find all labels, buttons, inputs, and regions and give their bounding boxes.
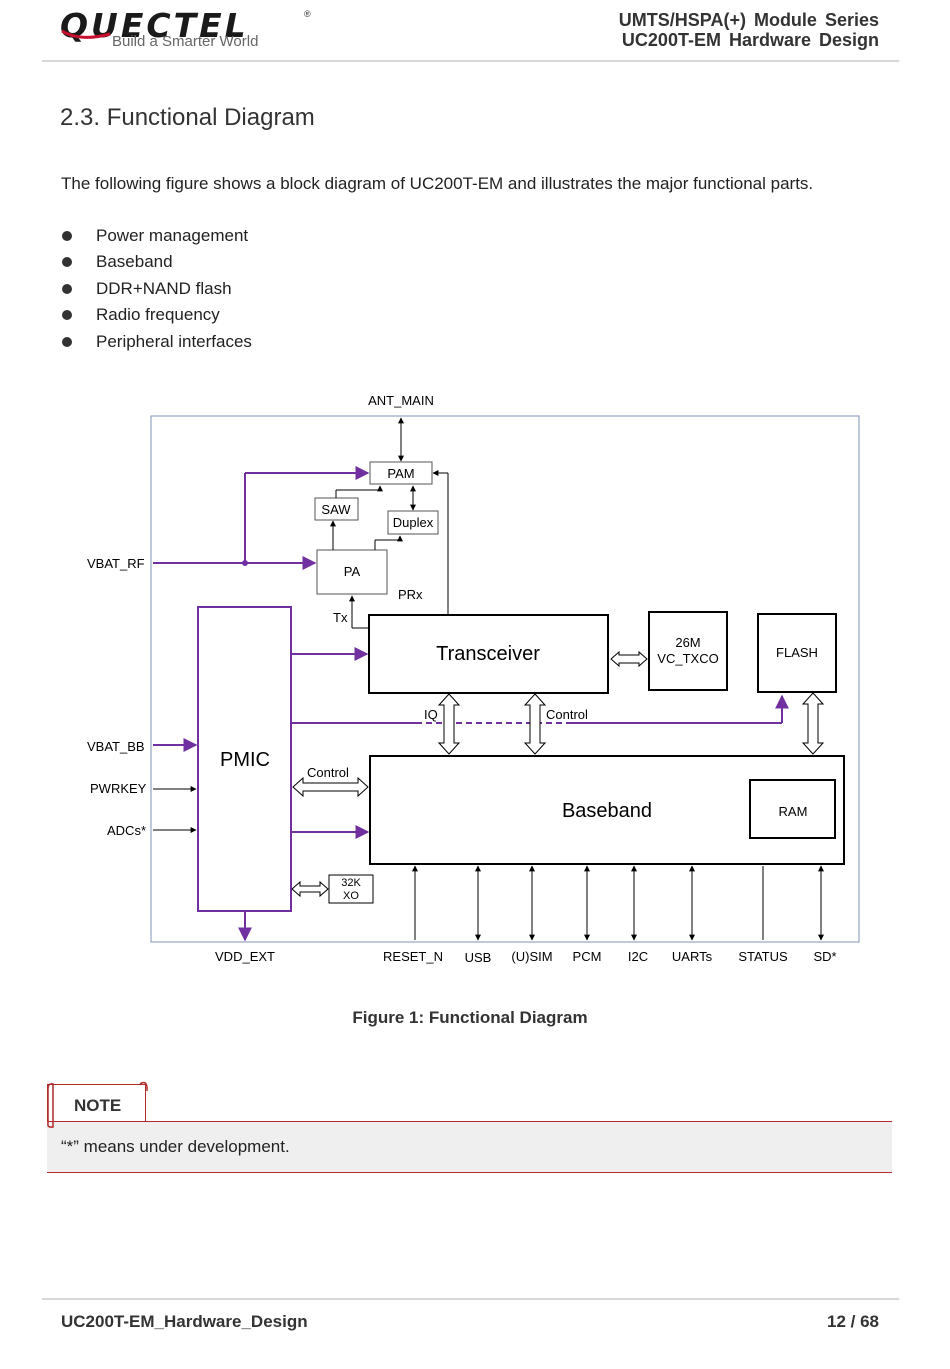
pa-label: PA	[344, 564, 361, 579]
footer-divider	[42, 1298, 899, 1300]
pam-label: PAM	[387, 466, 414, 481]
note-label: NOTE	[74, 1096, 122, 1115]
registered-mark: ®	[304, 9, 311, 19]
control-arrow	[523, 693, 547, 755]
baseband-label: Baseband	[562, 800, 652, 822]
list-item: DDR+NAND flash	[62, 278, 252, 304]
bottom-signal-label: STATUS	[738, 949, 788, 964]
note-tab	[47, 1084, 146, 1122]
bottom-signal-label: SD*	[813, 949, 836, 964]
xo-block	[328, 874, 374, 904]
list-item: Baseband	[62, 251, 252, 277]
list-item: Power management	[62, 225, 252, 251]
tcxo-block	[648, 611, 728, 691]
tcxo-label-1: 26M	[675, 635, 700, 650]
tcxo-label-2: VC_TXCO	[657, 651, 718, 666]
intro-paragraph: The following figure shows a block diagr…	[61, 174, 814, 193]
tx-label: Tx	[333, 610, 348, 625]
transceiver-label: Transceiver	[436, 643, 540, 665]
note-scroll-icon	[47, 1081, 148, 1128]
logo-swoosh-icon	[61, 29, 111, 39]
saw-label: SAW	[321, 502, 351, 517]
functional-block-diagram: ANT_MAIN PAM SAW Duplex PA PRx Tx VBAT_R…	[87, 393, 860, 965]
footer-doc-name: UC200T-EM_Hardware_Design	[61, 1312, 308, 1331]
bottom-signal-label: UARTs	[672, 949, 713, 964]
control-pmic-label: Control	[307, 765, 349, 780]
note-box	[47, 1121, 892, 1173]
header-series: UMTS/HSPA(+) Module Series	[618, 10, 879, 30]
transceiver-tcxo-arrow	[610, 650, 648, 668]
bottom-signal-label: (U)SIM	[511, 949, 552, 964]
figure-caption: Figure 1: Functional Diagram	[352, 1008, 588, 1027]
iq-label: IQ	[424, 707, 438, 722]
functional-parts-list: Power management Baseband DDR+NAND flash…	[62, 225, 252, 357]
duplex-label: Duplex	[393, 515, 434, 530]
pam-block	[369, 461, 433, 485]
pmic-baseband-control-arrow	[292, 776, 369, 798]
bottom-signal-label: RESET_N	[383, 949, 443, 964]
flash-label: FLASH	[776, 645, 818, 660]
transceiver-block	[368, 614, 609, 694]
list-item: Radio frequency	[62, 304, 252, 330]
ram-block	[749, 779, 836, 839]
vdd-ext-label: VDD_EXT	[215, 949, 275, 964]
header-doc-title: UC200T-EM Hardware Design	[621, 30, 879, 50]
vbat-bb-label: VBAT_BB	[87, 739, 145, 754]
pmic-label: PMIC	[220, 749, 270, 771]
ram-label: RAM	[779, 804, 808, 819]
flash-baseband-arrow	[801, 692, 825, 755]
bottom-signal-label: USB	[465, 950, 492, 965]
pmic-xo-arrow	[291, 880, 329, 898]
module-outline	[150, 415, 860, 943]
bottom-signal-label: PCM	[573, 949, 602, 964]
duplex-block	[387, 510, 439, 535]
pa-block	[316, 549, 388, 595]
section-title: 2.3. Functional Diagram	[60, 104, 315, 131]
prx-label: PRx	[398, 587, 423, 602]
xo-label-1: 32K	[341, 877, 361, 889]
ant-main-label: ANT_MAIN	[368, 393, 434, 408]
header-divider	[42, 60, 899, 62]
bullet-icon	[62, 336, 72, 347]
pwrkey-label: PWRKEY	[90, 781, 147, 796]
footer-page-number: 12 / 68	[827, 1312, 879, 1331]
pmic-block	[197, 606, 292, 912]
bullet-icon	[62, 257, 72, 268]
flash-block	[757, 613, 837, 693]
xo-label-2: XO	[343, 890, 359, 902]
bullet-icon	[62, 283, 72, 294]
bottom-signal-label: I2C	[628, 949, 648, 964]
logo-tagline: Build a Smarter World	[112, 33, 259, 50]
bullet-icon	[62, 231, 72, 241]
iq-arrow	[437, 693, 461, 755]
control-top-label: Control	[546, 707, 588, 722]
adcs-label: ADCs*	[107, 823, 146, 838]
vbat-rf-label: VBAT_RF	[87, 556, 145, 571]
bullet-icon	[62, 310, 72, 321]
list-item: Peripheral interfaces	[62, 331, 252, 357]
note-text: “*” means under development.	[61, 1137, 290, 1156]
